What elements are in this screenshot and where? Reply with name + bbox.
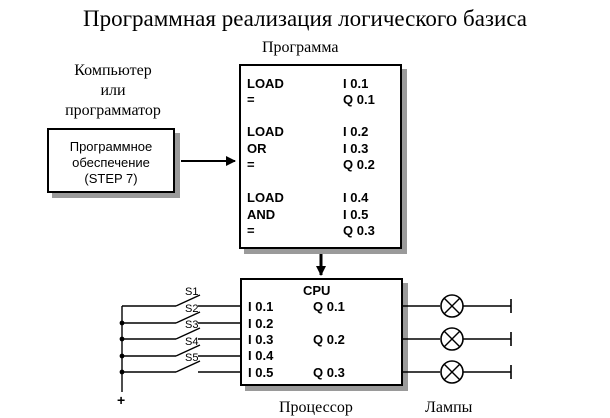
cpu-output-label: Q 0.1 xyxy=(313,299,345,314)
program-op: LOAD xyxy=(247,190,284,205)
switch-label: S1 xyxy=(185,286,198,298)
program-op: = xyxy=(247,223,255,238)
cpu-input-label: I 0.2 xyxy=(248,316,274,331)
processor-caption: Процессор xyxy=(279,399,353,416)
cpu-input-label: I 0.1 xyxy=(248,299,274,314)
computer-caption: Компьютер или программатор xyxy=(48,61,178,121)
switch-row-1 xyxy=(122,294,240,307)
computer-caption-line-1: Компьютер xyxy=(74,62,152,79)
plus-terminal-label: + xyxy=(117,392,125,408)
switch-label: S4 xyxy=(185,336,198,348)
program-caption: Программа xyxy=(262,39,339,56)
program-addr: Q 0.1 xyxy=(343,92,375,107)
program-op: LOAD xyxy=(247,124,284,139)
switch-row-4 xyxy=(122,344,240,357)
program-addr: I 0.4 xyxy=(343,190,369,205)
junction-dot xyxy=(119,336,125,342)
junction-dot xyxy=(119,320,125,326)
program-addr: Q 0.3 xyxy=(343,223,375,238)
program-addr: I 0.1 xyxy=(343,76,369,91)
diagram-title: Программная реализация логического базис… xyxy=(82,6,528,31)
software-line-2: обеспечение xyxy=(72,155,150,170)
lamp-row-3 xyxy=(403,360,512,384)
junction-dot xyxy=(119,353,125,359)
cpu-box: CPU I 0.1 I 0.2 I 0.3 I 0.4 I 0.5 Q 0.1 … xyxy=(240,278,403,386)
switch-row-5 xyxy=(122,360,240,373)
program-box: LOAD I 0.1 = Q 0.1 LOAD I 0.2 OR I 0.3 =… xyxy=(239,64,402,249)
cpu-output-label: Q 0.3 xyxy=(313,365,345,380)
switch-row-3 xyxy=(122,327,240,340)
switch-label: S3 xyxy=(185,319,198,331)
software-line-3: (STEP 7) xyxy=(84,171,138,186)
cpu-input-label: I 0.5 xyxy=(248,365,274,380)
computer-caption-line-3: программатор xyxy=(65,102,161,119)
program-addr: Q 0.2 xyxy=(343,157,375,172)
program-op: OR xyxy=(247,141,267,156)
cpu-output-label: Q 0.2 xyxy=(313,332,345,347)
lamp-row-2 xyxy=(403,327,512,351)
junction-dot xyxy=(119,369,125,375)
software-line-1: Программное xyxy=(69,139,153,154)
software-box: Программное обеспечение (STEP 7) xyxy=(47,128,175,193)
program-op: AND xyxy=(247,207,276,222)
cpu-input-label: I 0.4 xyxy=(248,348,274,363)
lamps-caption: Лампы xyxy=(425,399,473,416)
cpu-input-label: I 0.3 xyxy=(248,332,274,347)
program-addr: I 0.3 xyxy=(343,141,369,156)
switch-label: S5 xyxy=(185,352,198,364)
computer-caption-line-2: или xyxy=(100,82,126,99)
program-op: = xyxy=(247,157,255,172)
program-op: LOAD xyxy=(247,76,284,91)
software-box-text: Программное обеспечение (STEP 7) xyxy=(49,139,173,187)
lamp-row-1 xyxy=(403,294,512,318)
cpu-label: CPU xyxy=(303,283,331,298)
switch-label: S2 xyxy=(185,303,198,315)
program-addr: I 0.2 xyxy=(343,124,369,139)
program-op: = xyxy=(247,92,255,107)
program-addr: I 0.5 xyxy=(343,207,369,222)
switch-row-2 xyxy=(122,311,240,324)
